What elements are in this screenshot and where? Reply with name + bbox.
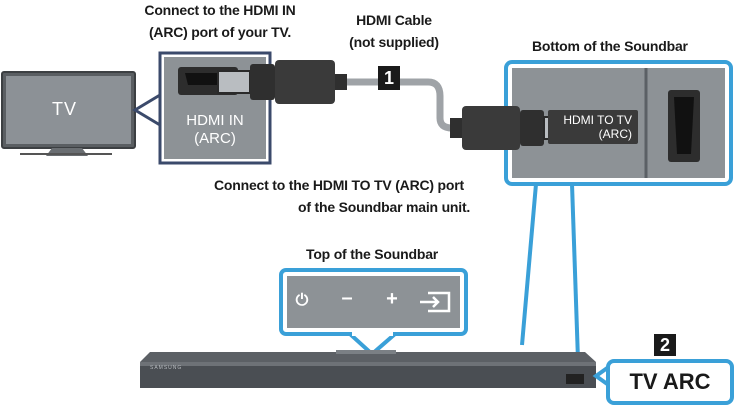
hdmi-in-line2: (ARC) — [194, 130, 236, 147]
hdmi-to-tv-line1: HDMI TO TV — [563, 113, 632, 127]
soundbar-brand-logo: SAMSUNG — [150, 365, 183, 371]
top-of-soundbar-label: Top of the Soundbar — [306, 246, 439, 262]
plus-icon: + — [386, 288, 398, 310]
connect-soundbar-line1: Connect to the HDMI TO TV (ARC) port — [214, 177, 464, 193]
connect-tv-line2: (ARC) port of your TV. — [148, 24, 292, 40]
source-input-icon — [418, 290, 452, 314]
hdmi-plug-tv-side — [217, 60, 347, 104]
minus-icon: – — [341, 287, 353, 309]
hdmi-to-tv-port-label: HDMI TO TV (ARC) — [548, 110, 638, 144]
cable-line1: HDMI Cable — [356, 12, 432, 28]
tv-arc-display: TV ARC — [606, 359, 734, 405]
connect-soundbar-line2: of the Soundbar main unit. — [298, 199, 471, 215]
power-icon: ⏻ — [295, 292, 309, 309]
step-1-badge: 1 — [378, 66, 400, 90]
tv-illustration — [1, 71, 136, 156]
cable-line2: (not supplied) — [349, 34, 439, 50]
hdmi-cable — [347, 78, 462, 132]
hdmi-in-line1: HDMI IN — [186, 112, 244, 129]
bottom-of-soundbar-label: Bottom of the Soundbar — [532, 38, 688, 54]
tv-screen-label: TV — [52, 99, 78, 119]
hdmi-to-tv-line2: (ARC) — [598, 127, 632, 141]
hdmi-in-port-label: HDMI IN (ARC) — [166, 112, 264, 148]
connect-tv-line1: Connect to the HDMI IN — [144, 2, 296, 18]
soundbar-illustration — [140, 350, 596, 388]
step-2-badge: 2 — [654, 334, 676, 356]
